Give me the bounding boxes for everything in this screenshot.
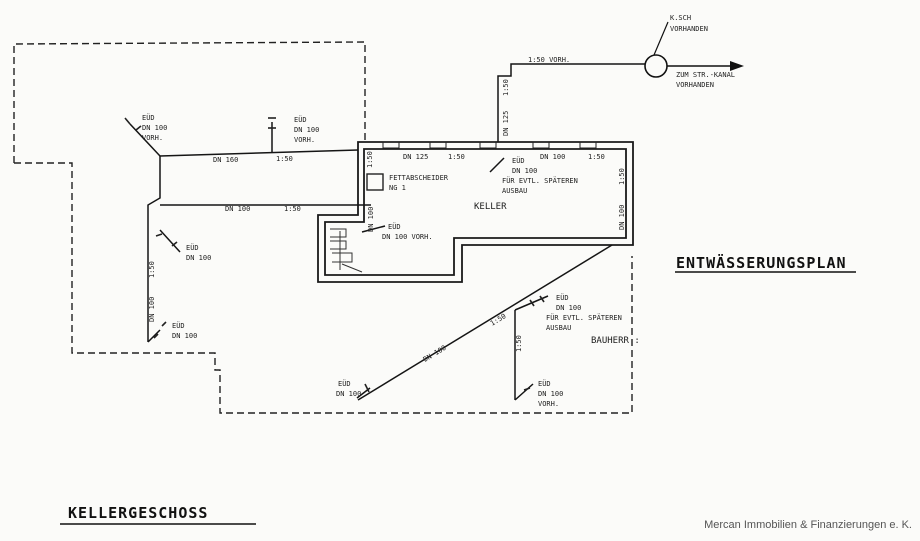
eud-tl-1: EÜD [142, 113, 155, 122]
label-left-dn100-vert: DN 100 [148, 297, 156, 322]
eud-br1-3: FÜR EVTL. SPÄTEREN [546, 313, 622, 322]
eud-stair-2: DN 100 VORH. [382, 233, 433, 241]
eud-left1-1: EÜD [186, 243, 199, 252]
eud-br2-2: DN 100 [538, 390, 563, 398]
room-label: KELLER [474, 202, 507, 212]
grease-separator-box [366, 173, 384, 191]
label-dn125-vert: DN 125 [502, 111, 510, 136]
label-dn100-inner-vert: DN 100 [367, 207, 375, 232]
eud-inner-4: AUSBAU [502, 187, 527, 195]
eud-tl-2: DN 100 [142, 124, 167, 132]
kscr-line2: VORHANDEN [670, 25, 708, 33]
eud-inner-3: FÜR EVTL. SPÄTEREN [502, 176, 578, 185]
eud-br1-1: EÜD [556, 293, 569, 302]
eud-br1-4: AUSBAU [546, 324, 571, 332]
label-slope-mid: 1:50 [284, 205, 301, 213]
eud-br2-3: VORH. [538, 400, 559, 408]
label-br-slope: 1:50 [515, 335, 523, 352]
eud-left1-2: DN 100 [186, 254, 211, 262]
kanal-line2: VORHANDEN [676, 81, 714, 89]
eud-br2-1: EÜD [538, 379, 551, 388]
fettabscheider-line2: NG 1 [389, 184, 406, 192]
sewer-arrow-head [730, 61, 744, 71]
drain-pipes [129, 63, 645, 401]
label-dn100-mid: DN 100 [225, 205, 250, 213]
eud-tl-3: VORH. [142, 134, 163, 142]
eud-tm-2: DN 100 [294, 126, 319, 134]
label-right-wall-slope: 1:50 [618, 168, 626, 185]
cellar-walls [317, 141, 634, 283]
eud-inner-1: EÜD [512, 156, 525, 165]
eud-inner-2: DN 100 [512, 167, 537, 175]
label-diag-slope: 1:50 [489, 312, 508, 328]
eud-br1-2: DN 100 [556, 304, 581, 312]
label-slope-a: 1:50 [276, 155, 293, 163]
wall-windows [382, 141, 597, 149]
eud-stair-1: EÜD [388, 222, 401, 231]
kscr-line1: K.SCH [670, 14, 691, 22]
eud-bl-2: DN 100 [336, 390, 361, 398]
label-top-slope: 1:50 VORH. [528, 56, 570, 64]
eud-tm-1: EÜD [294, 115, 307, 124]
label-dn100-top: DN 100 [540, 153, 565, 161]
label-dn160: DN 160 [213, 156, 238, 164]
label-dn125-top: DN 125 [403, 153, 428, 161]
label-left-wall-slope: 1:50 [366, 151, 374, 168]
fettabscheider-line1: FETTABSCHEIDER [389, 174, 449, 182]
label-slope-c: 1:50 [588, 153, 605, 161]
bauherr-label: BAUHERR : [591, 336, 640, 346]
label-right-wall-dn: DN 100 [618, 205, 626, 230]
eud-tm-3: VORH. [294, 136, 315, 144]
floor-title: KELLERGESCHOSS [68, 504, 208, 522]
kanal-line1: ZUM STR.-KANAL [676, 71, 735, 79]
eud-left2-2: DN 100 [172, 332, 197, 340]
building-outline-dashed [13, 41, 633, 414]
manhole-circle [644, 54, 668, 78]
label-dn125-vert-slope: 1:50 [502, 79, 510, 96]
staircase [330, 228, 363, 273]
label-left-slope-vert: 1:50 [148, 261, 156, 278]
label-slope-b: 1:50 [448, 153, 465, 161]
watermark-footer: Mercan Immobilien & Finanzierungen e. K. [704, 519, 912, 531]
eud-bl-1: EÜD [338, 379, 351, 388]
pipe-ticks [124, 117, 545, 393]
eud-left2-1: EÜD [172, 321, 185, 330]
plan-title: ENTWÄSSERUNGSPLAN [676, 253, 847, 272]
label-diag-dn: DN 100 [422, 344, 448, 364]
